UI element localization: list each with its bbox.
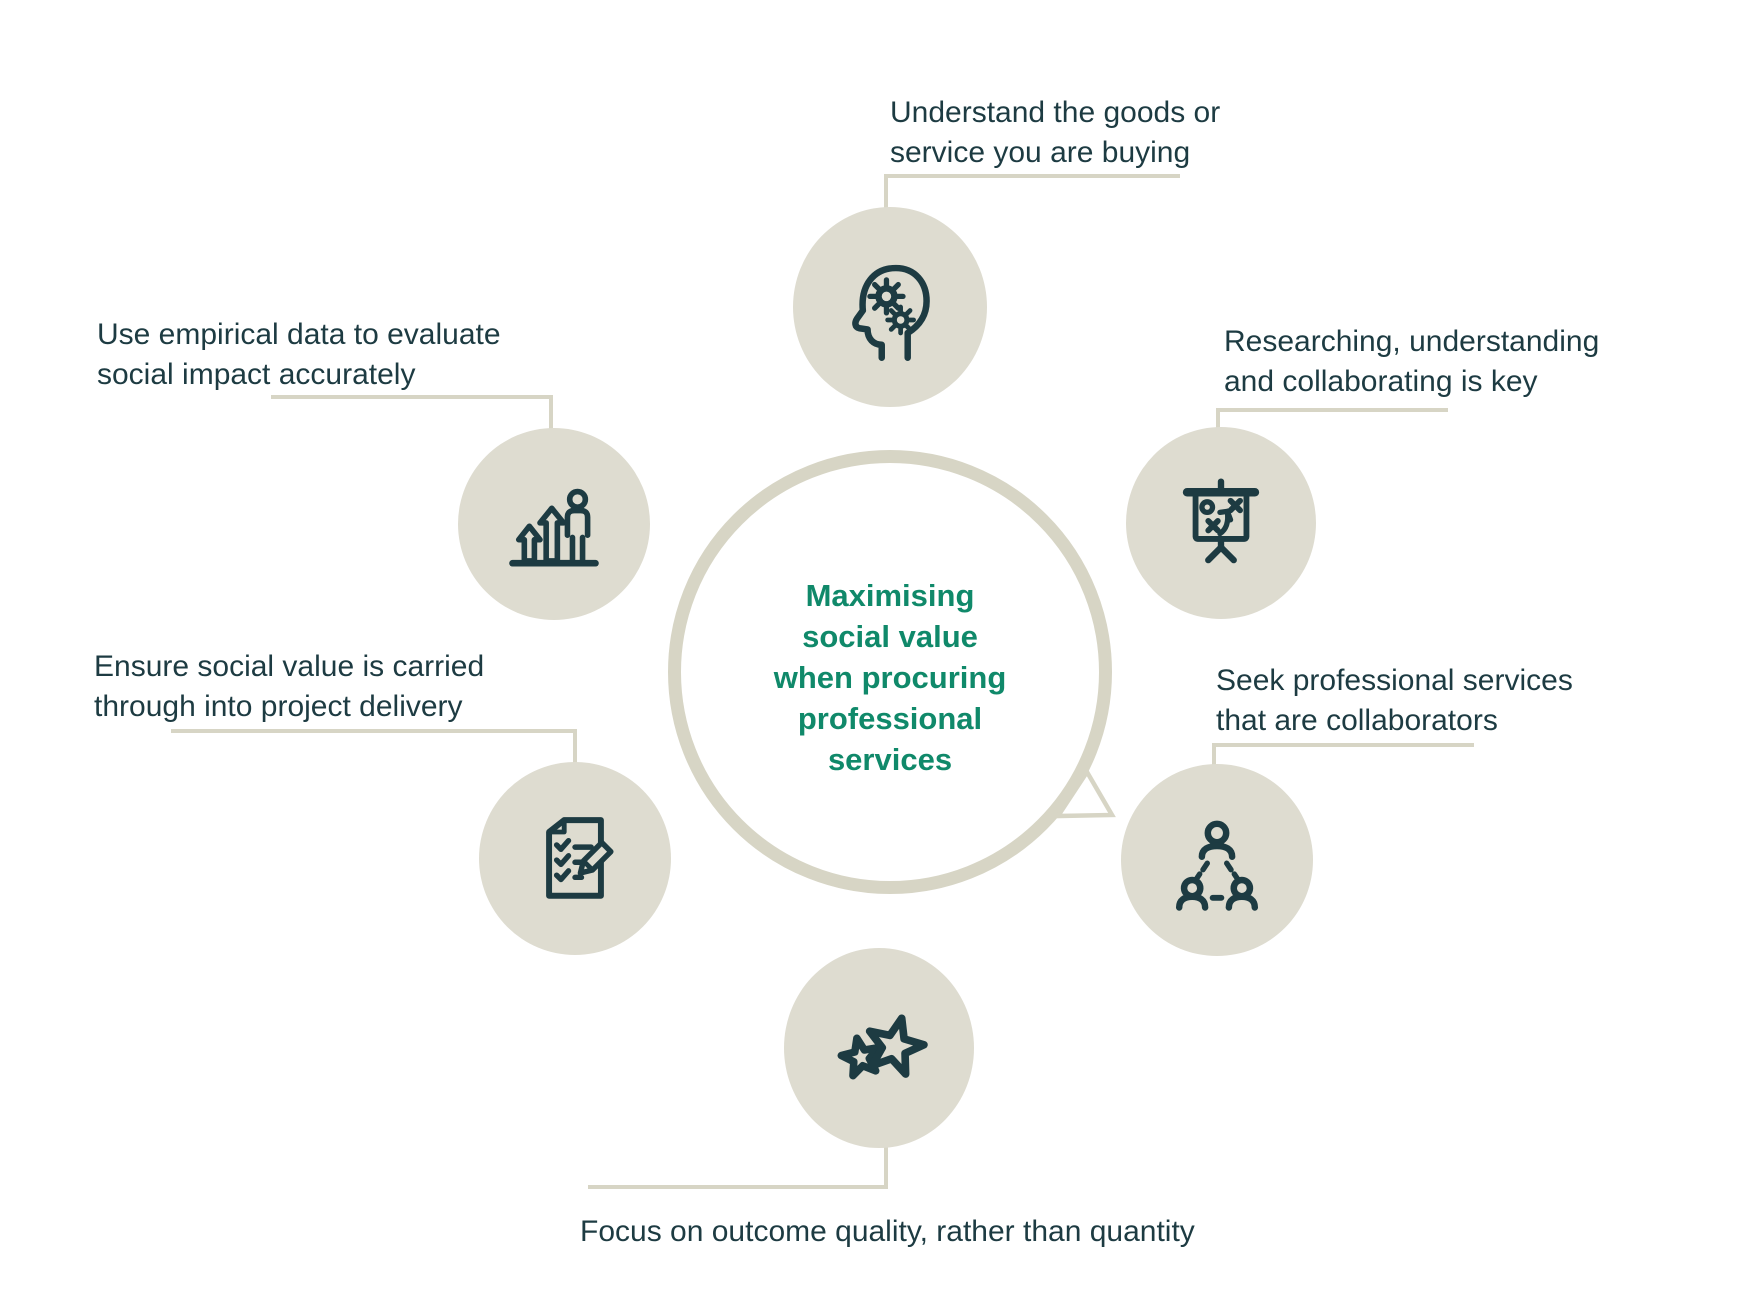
connector-top-horizontal (884, 174, 1180, 178)
node-circle-understand-goods (793, 207, 987, 407)
label-understand-goods: Understand the goods or service you are … (890, 96, 1221, 169)
connector-lower-right-vertical (1212, 743, 1216, 769)
node-circle-seek-collaborators (1121, 764, 1313, 956)
growth-person-icon (498, 468, 610, 580)
label-seek-collaborators: Seek professional services that are coll… (1216, 664, 1573, 737)
center-circle-tail (1053, 767, 1116, 819)
people-network-icon (1163, 806, 1271, 914)
node-circle-empirical-data (458, 428, 650, 620)
connector-top-vertical (884, 174, 888, 210)
connector-bottom-vertical (884, 1143, 888, 1189)
connector-upper-left-vertical (549, 395, 553, 433)
connector-bottom-horizontal (588, 1185, 888, 1189)
node-circle-researching (1126, 427, 1316, 619)
strategy-board-icon (1168, 470, 1274, 576)
node-circle-outcome-quality (784, 948, 974, 1148)
connector-lower-right-horizontal (1212, 743, 1474, 747)
connector-lower-left-vertical (573, 729, 577, 767)
connector-upper-right-vertical (1216, 408, 1220, 432)
checklist-pencil-icon (521, 805, 629, 913)
label-project-delivery: Ensure social value is carried through i… (94, 650, 485, 723)
center-title: Maximising social value when procuring p… (773, 577, 1007, 777)
head-gears-icon (831, 248, 949, 366)
label-researching: Researching, understanding and collabora… (1224, 325, 1600, 398)
connector-upper-left-horizontal (271, 395, 553, 399)
connector-upper-right-horizontal (1216, 408, 1448, 412)
label-empirical-data: Use empirical data to evaluate social im… (97, 318, 501, 391)
label-outcome-quality: Focus on outcome quality, rather than qu… (580, 1215, 1195, 1248)
two-stars-icon (819, 988, 939, 1108)
node-circle-project-delivery (479, 762, 671, 955)
connector-lower-left-horizontal (171, 729, 577, 733)
